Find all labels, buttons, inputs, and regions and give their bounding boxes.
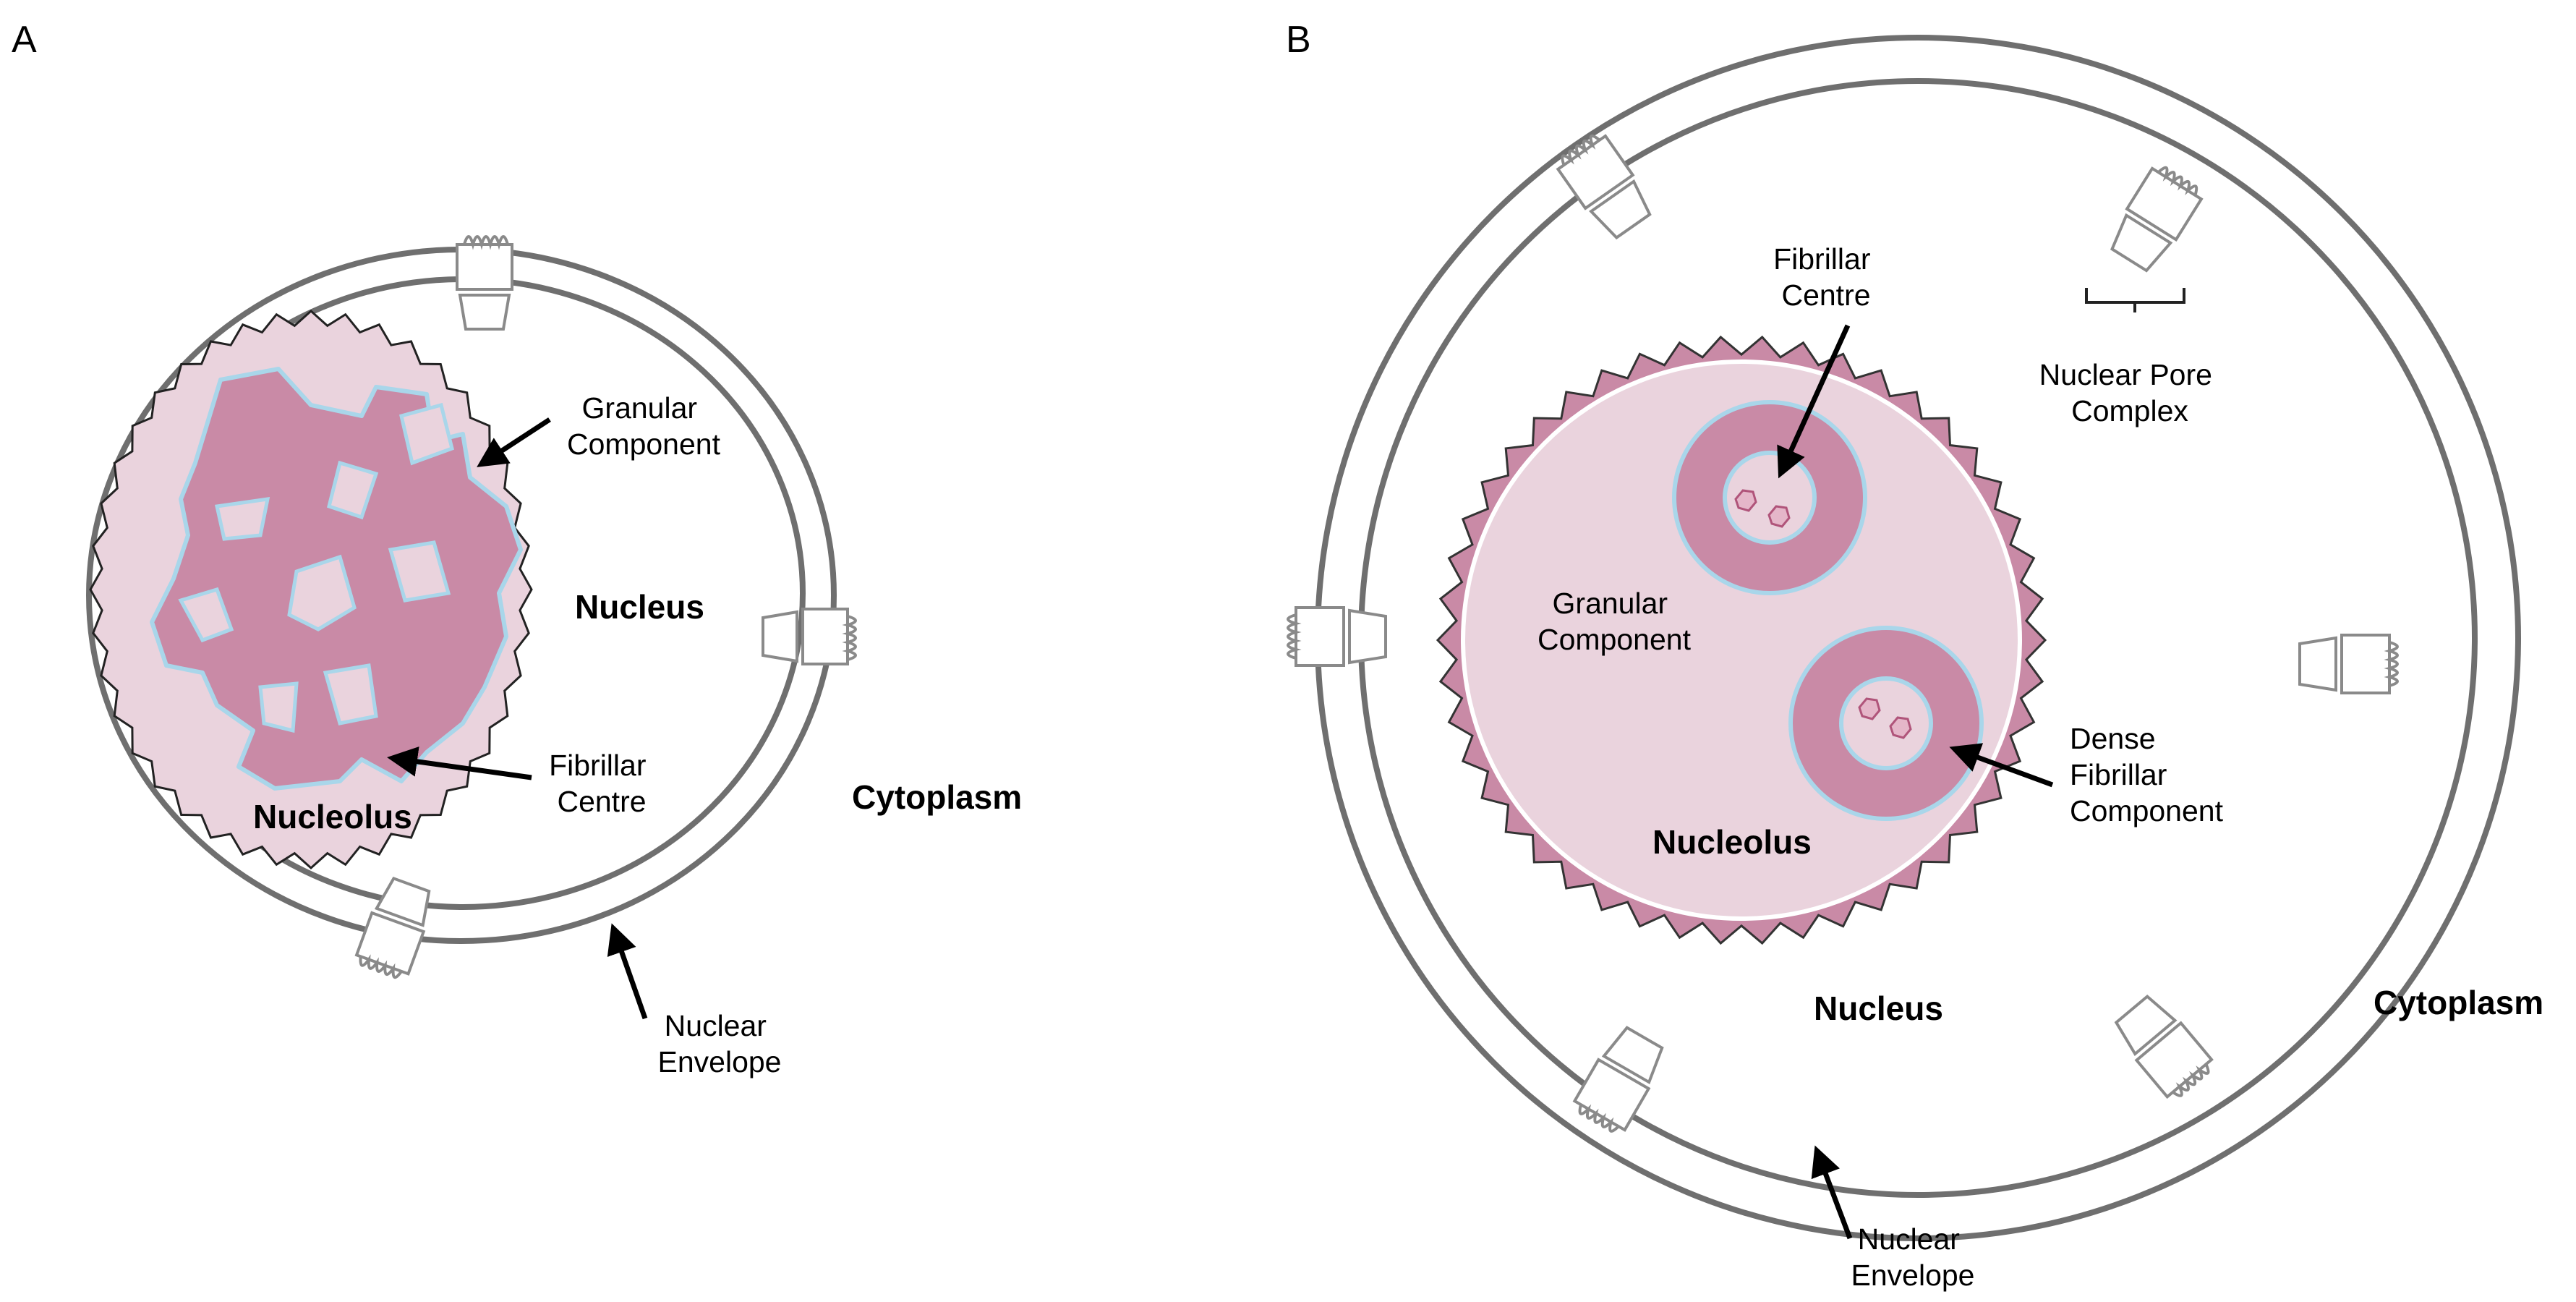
- panel-b-fibrillar-unit-upper: [1672, 400, 1867, 595]
- panel-a-nucleolus-label: Nucleolus: [253, 798, 412, 835]
- panel-a-nuclear-pores: [354, 235, 857, 979]
- nuclear-pore-icon: [2110, 166, 2204, 273]
- panel-a-granular-arrow: [477, 417, 551, 467]
- nuclear-pore-icon: [354, 876, 431, 979]
- panel-a-granular-label: Granular Component: [567, 391, 721, 461]
- nuclear-pore-icon: [456, 235, 513, 331]
- panel-b-fibrillar-label: Fibrillar Centre: [1773, 242, 1879, 312]
- panel-b-nucleolus-label: Nucleolus: [1652, 823, 1812, 861]
- nuclear-pore-icon: [1572, 1026, 1664, 1133]
- panel-a-cytoplasm-label: Cytoplasm: [852, 778, 1022, 816]
- nuclear-pore-icon: [1287, 606, 1387, 667]
- panel-b-envelope-label: Nuclear Envelope: [1851, 1222, 1975, 1292]
- panel-a-letter: A: [12, 19, 37, 61]
- nuclear-pore-icon: [2298, 634, 2399, 694]
- fibrillar-granule-icon: [1858, 697, 1881, 720]
- panel-b-pore-label: Nuclear Pore Complex: [2039, 358, 2221, 427]
- panel-b-fibrillar-arrow: [1777, 324, 1851, 479]
- panel-a-fibrillar-label: Fibrillar Centre: [549, 749, 654, 818]
- panel-b-nuclear-pores: [1287, 134, 2399, 1133]
- panel-b-letter: B: [1286, 19, 1311, 61]
- panel-b: B: [1286, 19, 2543, 1292]
- panel-a-envelope-arrow: [607, 923, 648, 1020]
- panel-b-nucleus-label: Nucleus: [1814, 990, 1943, 1027]
- panel-b-cytoplasm-label: Cytoplasm: [2374, 984, 2543, 1021]
- panel-b-dense-label: Dense Fibrillar Component: [2070, 722, 2224, 827]
- fibrillar-granule-icon: [1734, 489, 1757, 512]
- panel-a: A: [12, 19, 1022, 1078]
- panel-b-fibrillar-unit-lower: [1788, 626, 1984, 821]
- panel-a-nucleus-label: Nucleus: [575, 588, 704, 626]
- panel-b-envelope-arrow: [1811, 1145, 1853, 1240]
- panel-a-envelope-label: Nuclear Envelope: [658, 1009, 782, 1078]
- fibrillar-granule-icon: [1767, 505, 1791, 528]
- nuclear-pore-icon: [1556, 134, 1652, 240]
- panel-b-pore-bracket: [2085, 288, 2185, 312]
- panel-a-fibrillar-arrow: [387, 746, 532, 780]
- nuclear-pore-icon: [762, 608, 857, 665]
- panel-b-dense-arrow: [1949, 743, 2054, 788]
- panel-a-dense-fibrillar-network: [150, 367, 523, 791]
- fibrillar-granule-icon: [1889, 716, 1912, 739]
- nuclear-pore-icon: [2114, 994, 2214, 1099]
- panel-b-granular-label: Granular Component: [1538, 587, 1692, 656]
